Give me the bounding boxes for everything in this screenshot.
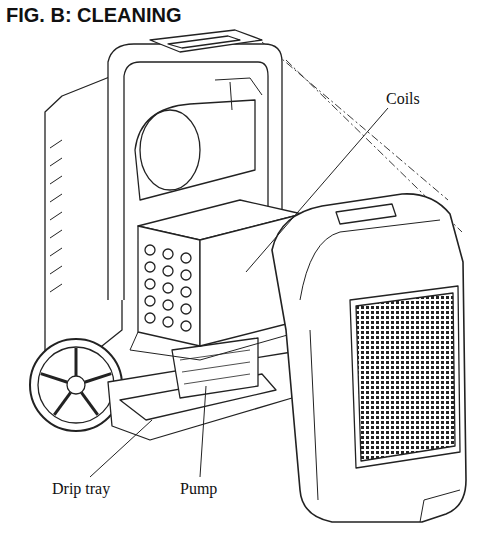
detail-stroke <box>54 392 70 415</box>
coil-tube <box>181 270 191 280</box>
coil-tube <box>145 313 155 323</box>
detail-stroke <box>85 374 112 383</box>
part-label: Drip tray <box>50 480 112 498</box>
coil-tube <box>163 249 173 259</box>
detail-stroke <box>75 348 78 376</box>
detail-stroke <box>81 392 97 415</box>
detail-stroke <box>50 194 62 202</box>
coil-tube <box>181 253 191 263</box>
coil-tube <box>163 300 173 310</box>
coil-tube <box>145 296 155 306</box>
part-label: Pump <box>178 480 219 498</box>
detail-stroke <box>41 374 68 383</box>
coil-tube <box>163 317 173 327</box>
coil-tube <box>163 283 173 293</box>
figure-title: FIG. B: CLEANING <box>6 4 182 27</box>
detail-stroke <box>50 230 62 238</box>
coil-tube <box>181 304 191 314</box>
coil-tube <box>145 245 155 255</box>
detail-stroke <box>50 212 62 220</box>
detail-stroke <box>50 158 62 166</box>
detail-stroke <box>50 266 62 274</box>
detail-stroke <box>50 176 62 184</box>
coil-tube <box>145 279 155 289</box>
detail-stroke <box>50 248 62 256</box>
coil-tube <box>145 262 155 272</box>
detail-stroke <box>50 284 62 292</box>
coil-tube <box>163 266 173 276</box>
part-label: Coils <box>384 90 422 108</box>
coil-tube <box>181 321 191 331</box>
detail-stroke <box>50 140 62 148</box>
coil-tube <box>181 287 191 297</box>
